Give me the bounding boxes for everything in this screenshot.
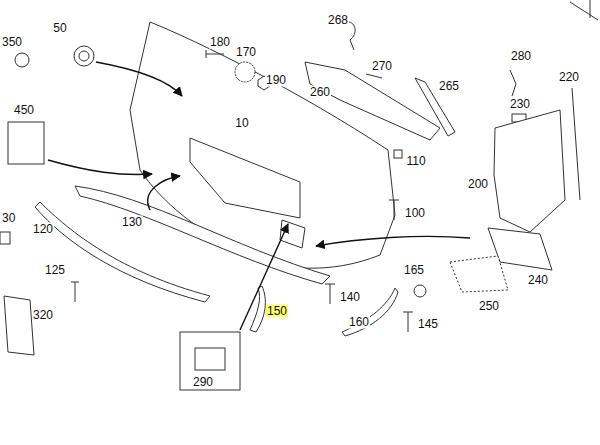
sensor: [15, 53, 29, 67]
callout-number: 240: [527, 274, 549, 287]
callout-number: 110: [405, 155, 426, 168]
fog-mesh: [450, 256, 508, 292]
grille-mesh: [305, 62, 440, 140]
callout-number: 10: [234, 117, 249, 130]
gear: [235, 62, 255, 82]
callout-number: 260: [309, 86, 331, 99]
emblem-inner: [79, 51, 89, 61]
assembly-arrow: [148, 176, 180, 210]
callout-number: 290: [192, 376, 214, 389]
callout-number: 140: [339, 291, 361, 304]
screw: [403, 312, 413, 332]
callout-number: 270: [371, 60, 393, 73]
bumper-cover: [130, 22, 395, 268]
screw: [325, 284, 335, 304]
callout-number: 190: [265, 74, 287, 87]
screw: [389, 200, 399, 220]
plate-holder-inner: [195, 348, 225, 370]
callout-number: 160: [348, 316, 370, 329]
emblem: [74, 46, 94, 66]
callout-number: 320: [32, 309, 54, 322]
assembly-arrow: [48, 160, 152, 174]
rod: [572, 88, 580, 200]
callout-number: 250: [478, 300, 500, 313]
push-pin: [510, 70, 516, 96]
lower-lip: [75, 186, 330, 284]
assembly-arrow: [96, 62, 182, 96]
partial-part: [0, 232, 10, 244]
pin: [366, 74, 382, 78]
callout-number: 450: [13, 104, 35, 117]
control-module: [8, 122, 44, 164]
callout-number: 180: [209, 36, 231, 49]
callout-number: 145: [417, 318, 439, 331]
trim-strip: [35, 202, 210, 302]
callout-number: 200: [467, 178, 489, 191]
screw: [206, 50, 224, 58]
callout-number: 280: [510, 50, 532, 63]
callout-number: 150: [266, 305, 288, 318]
callout-number: 30: [1, 212, 16, 225]
clip: [348, 22, 355, 50]
grille-opening: [190, 138, 300, 218]
corner-bracket: [4, 296, 34, 355]
side-bracket: [494, 110, 565, 232]
callout-number: 230: [509, 98, 531, 111]
callout-number: 165: [403, 264, 425, 277]
trim-strip: [250, 286, 265, 332]
assembly-arrow: [240, 224, 288, 330]
callout-number: 170: [235, 46, 257, 59]
pin: [71, 282, 79, 302]
callout-number: 350: [1, 36, 23, 49]
callout-number: 120: [32, 223, 54, 236]
callout-number: 50: [52, 22, 67, 35]
plate-holder: [180, 332, 240, 390]
callout-number: 100: [404, 207, 426, 220]
callout-number: 125: [44, 264, 66, 277]
callout-number: 130: [121, 216, 143, 229]
corner-part: [570, 0, 598, 20]
cap: [414, 285, 426, 297]
assembly-arrow: [316, 236, 470, 246]
callout-number: 220: [558, 71, 580, 84]
callout-number: 265: [438, 80, 460, 93]
callout-number: 268: [327, 14, 349, 27]
clip: [394, 150, 402, 158]
